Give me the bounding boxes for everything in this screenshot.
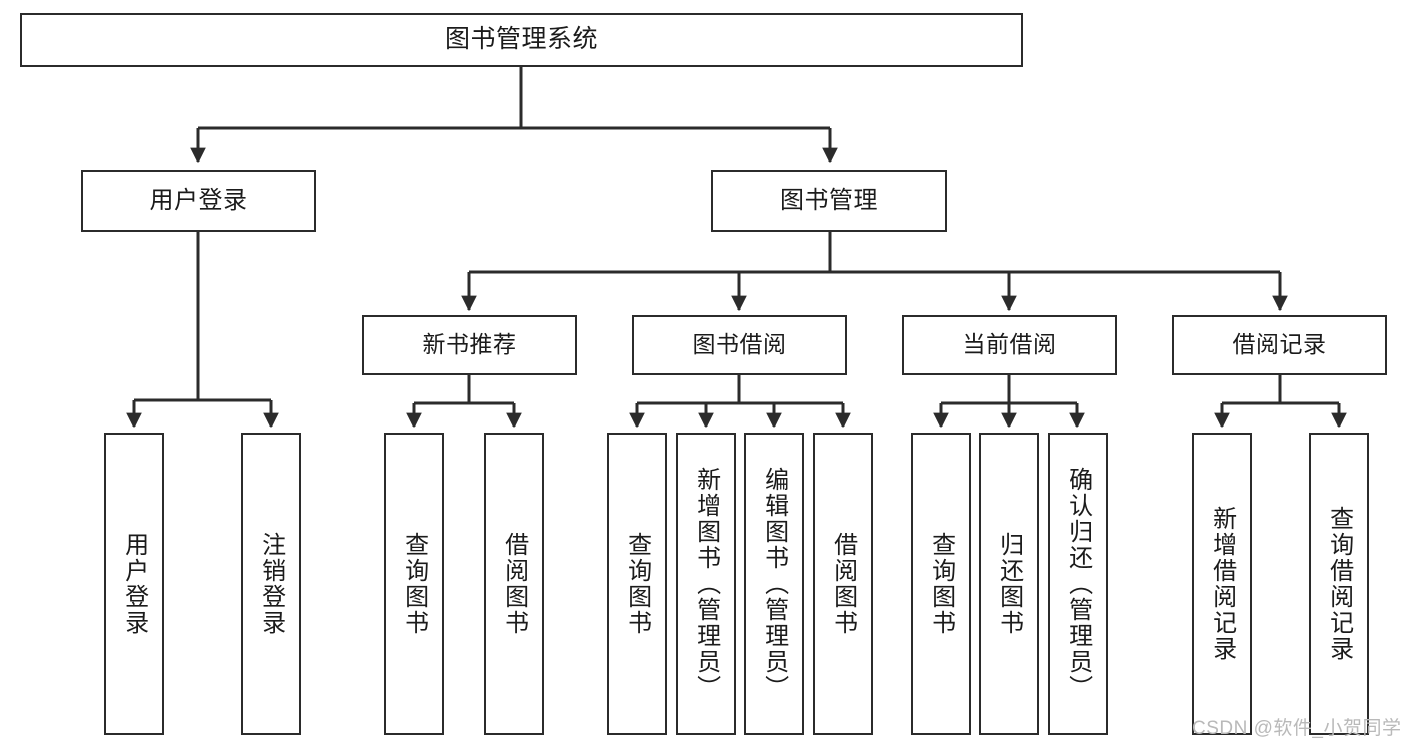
node-label: 归还图书 (995, 532, 1023, 636)
node-label: 借阅图书 (829, 532, 857, 636)
node-root-system[interactable]: 图书管理系统 (20, 13, 1023, 67)
node-label: 用户登录 (149, 186, 248, 214)
leaf-book-borrow-add[interactable]: 新增图书（管理员） (676, 433, 736, 735)
node-label: 新书推荐 (422, 331, 517, 358)
node-label: 当前借阅 (962, 331, 1057, 358)
leaf-user-login-logout[interactable]: 注销登录 (241, 433, 301, 735)
leaf-borrow-record-query[interactable]: 查询借阅记录 (1309, 433, 1369, 735)
node-book-borrow[interactable]: 图书借阅 (632, 315, 847, 375)
leaf-new-book-borrow[interactable]: 借阅图书 (484, 433, 544, 735)
node-new-book-recommend[interactable]: 新书推荐 (362, 315, 577, 375)
node-label: 图书管理 (780, 186, 878, 214)
node-current-borrow[interactable]: 当前借阅 (902, 315, 1117, 375)
leaf-user-login-login[interactable]: 用户登录 (104, 433, 164, 735)
node-label: 注销登录 (257, 532, 285, 636)
node-label: 图书借阅 (692, 331, 787, 358)
node-label: 借阅图书 (500, 532, 528, 636)
csdn-watermark: CSDN @软件_小贺同学 (1192, 718, 1402, 739)
node-book-management[interactable]: 图书管理 (711, 170, 947, 232)
leaf-new-book-query[interactable]: 查询图书 (384, 433, 444, 735)
node-label: 用户登录 (120, 532, 148, 636)
node-label: 确认归还（管理员） (1064, 467, 1092, 701)
leaf-borrow-record-add[interactable]: 新增借阅记录 (1192, 433, 1252, 735)
leaf-current-borrow-confirm[interactable]: 确认归还（管理员） (1048, 433, 1108, 735)
leaf-book-borrow-edit[interactable]: 编辑图书（管理员） (744, 433, 804, 735)
node-borrow-record[interactable]: 借阅记录 (1172, 315, 1387, 375)
node-label: 查询图书 (400, 532, 428, 636)
leaf-current-borrow-return[interactable]: 归还图书 (979, 433, 1039, 735)
node-label: 图书管理系统 (444, 25, 598, 54)
node-label: 查询借阅记录 (1325, 506, 1353, 662)
node-user-login[interactable]: 用户登录 (81, 170, 316, 232)
node-label: 查询图书 (927, 532, 955, 636)
node-label: 查询图书 (623, 532, 651, 636)
node-label: 编辑图书（管理员） (760, 467, 788, 701)
leaf-book-borrow-query[interactable]: 查询图书 (607, 433, 667, 735)
node-label: 新增借阅记录 (1208, 506, 1236, 662)
node-label: 新增图书（管理员） (692, 467, 720, 701)
leaf-book-borrow-borrow[interactable]: 借阅图书 (813, 433, 873, 735)
node-label: 借阅记录 (1232, 331, 1327, 358)
leaf-current-borrow-query[interactable]: 查询图书 (911, 433, 971, 735)
